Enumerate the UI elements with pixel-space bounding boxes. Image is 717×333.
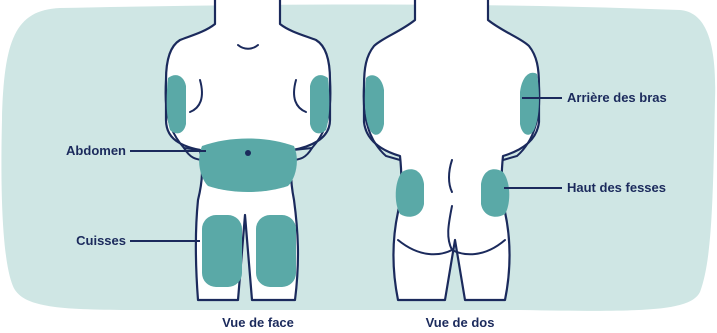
navel [245,150,251,156]
label-thighs: Cuisses [40,233,126,249]
caption-front-view: Vue de face [222,315,294,331]
thigh-zone-right [256,215,296,287]
label-back-of-arms: Arrière des bras [567,90,667,106]
thigh-zone-left [202,215,242,287]
abdomen-zone [199,139,297,193]
upper-buttock-zone-right [481,169,509,216]
label-upper-buttocks: Haut des fesses [567,180,666,196]
upper-buttock-zone-left [396,169,424,216]
front-arm-zone-left [167,75,186,133]
front-arm-zone-right [310,75,329,133]
caption-back-view: Vue de dos [426,315,495,331]
label-abdomen: Abdomen [40,143,126,159]
